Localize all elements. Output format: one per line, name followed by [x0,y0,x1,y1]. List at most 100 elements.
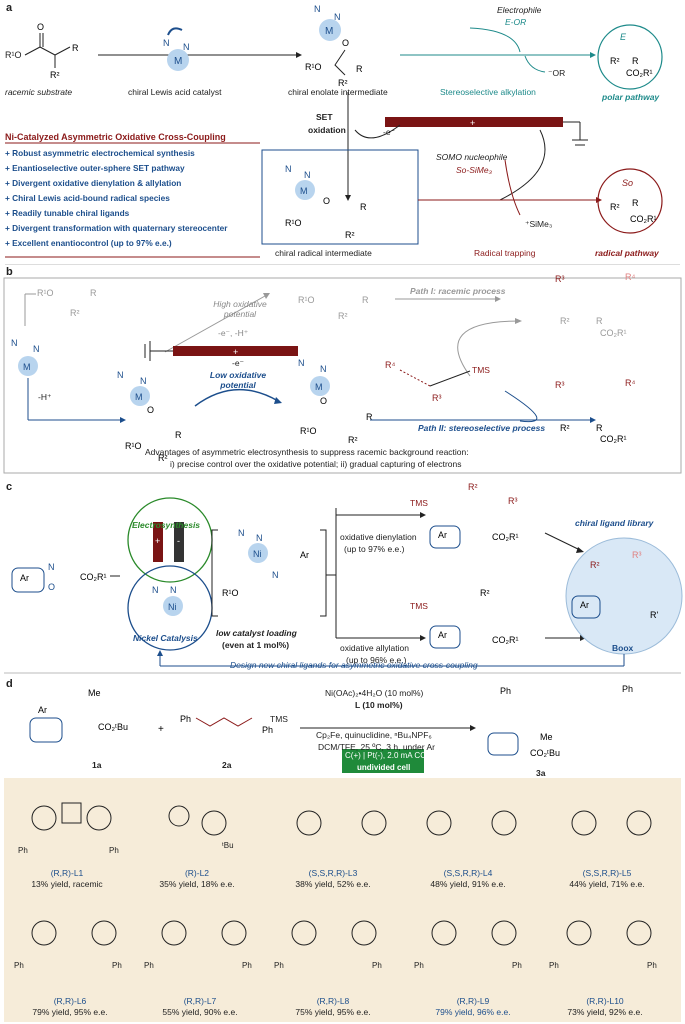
panel-d-label: d [6,678,13,690]
svg-text:R²: R² [610,56,620,66]
svg-text:Ph: Ph [18,846,28,855]
cond-additives: Cp₂Fe, quinuclidine, ⁿBu₄NPF₆ [316,730,432,740]
ligand-result: 75% yield, 95% e.e. [295,1007,371,1017]
svg-text:N: N [11,338,18,348]
svg-text:R¹O: R¹O [5,50,22,60]
svg-text:R¹O: R¹O [305,62,322,72]
cell-condition: C(+) | Pt(-), 2.0 mA CCE [345,751,432,760]
feature-item: + Chiral Lewis acid-bound radical specie… [5,193,170,203]
svg-text:N: N [33,344,40,354]
path1-label: Path I: racemic process [410,286,506,296]
svg-text:Ar: Ar [438,530,447,540]
svg-text:N: N [334,12,341,22]
svg-text:M: M [315,382,323,392]
ligand-result: 13% yield, racemic [31,879,103,889]
chiral-catalyst-label: chiral Lewis acid catalyst [128,87,222,97]
polar-pathway-label: polar pathway [602,92,660,102]
svg-text:N: N [117,370,124,380]
svg-text:R²: R² [158,453,168,463]
svg-text:R²: R² [560,423,570,433]
svg-text:R: R [360,202,367,212]
electrophile-formula: E-OR [505,17,527,27]
ligand-name: (R)-L2 [184,868,210,878]
svg-text:N: N [48,562,55,572]
panel-b-label: b [6,266,13,278]
low-loading-label: low catalyst loading [216,628,297,638]
ligand-name: (S,S,R,R)-L4 [443,868,493,878]
svg-text:CO₂R¹: CO₂R¹ [80,572,107,582]
advantages-text-2: i) precise control over the oxidative po… [170,459,462,469]
svg-text:Ar: Ar [300,550,309,560]
svg-text:CO₂R¹: CO₂R¹ [600,434,627,444]
minus-h-label: -H⁺ [38,392,52,402]
svg-text:CO₂R¹: CO₂R¹ [492,532,519,542]
svg-text:R: R [596,423,603,433]
svg-text:N: N [238,528,245,538]
minus-e-h-label: -e⁻, -H⁺ [218,328,249,338]
sime3-cation: ⁺SiMe₃ [525,219,553,229]
tms-d: TMS [270,714,288,724]
oxidation-label: oxidation [308,125,346,135]
svg-text:Ar: Ar [580,600,589,610]
ligand-result: 44% yield, 71% e.e. [569,879,645,889]
svg-text:R²: R² [560,316,570,326]
svg-text:M: M [300,186,308,196]
svg-text:R: R [632,198,639,208]
tms-top-c: TMS [410,498,428,508]
feature-item: + Readily tunable chiral ligands [5,208,130,218]
low-potential-label: Low oxidative potential [209,370,267,390]
dienylation-label: oxidative dienylation [340,532,417,542]
svg-text:R³: R³ [632,550,642,560]
svg-text:Ph: Ph [14,961,24,970]
svg-text:Ph: Ph [622,684,633,694]
svg-text:M: M [174,56,182,67]
svg-text:R: R [632,56,639,66]
electrode-bar-b [173,346,298,356]
svg-text:R³: R³ [508,496,518,506]
svg-text:Ph: Ph [414,961,424,970]
design-label: Design new chiral ligands for asymmetric… [230,660,478,670]
even-1-label: (even at 1 mol%) [222,640,290,650]
svg-text:O: O [320,396,327,406]
cond-ligand: L (10 mol%) [355,700,403,710]
svg-text:R: R [90,288,97,298]
svg-text:R¹O: R¹O [125,441,142,451]
svg-text:M: M [325,26,333,37]
svg-text:ᵗBu: ᵗBu [222,841,234,850]
ligand-name: (R,R)-L1 [50,868,84,878]
ligand-name: (R,R)-L6 [53,996,87,1006]
allylation-label: oxidative allylation [340,643,409,653]
feature-item: + Divergent oxidative dienylation & ally… [5,178,182,188]
tms-bottom-c: TMS [410,601,428,611]
ligand-result: 48% yield, 91% e.e. [430,879,506,889]
electrode-bar-a [385,117,563,127]
dienylation-ee: (up to 97% e.e.) [344,544,405,554]
svg-text:R: R [362,295,369,305]
svg-text:N: N [170,585,177,595]
ligand-name: (R,R)-L10 [586,996,624,1006]
svg-text:-: - [177,536,180,546]
svg-text:R: R [175,430,182,440]
svg-text:R¹O: R¹O [300,426,317,436]
path2-label: Path II: stereoselective process [418,423,546,433]
ligand-result: 79% yield, 95% e.e. [32,1007,108,1017]
ligand-result: 38% yield, 52% e.e. [295,879,371,889]
svg-text:Ph: Ph [647,961,657,970]
svg-text:E: E [620,32,627,42]
svg-text:CO₂R¹: CO₂R¹ [600,328,627,338]
cond-catalyst: Ni(OAc)₂•4H₂O (10 mol%) [325,688,424,698]
stereoselective-alkylation-label: Stereoselective alkylation [440,87,536,97]
ligand-name: (S,S,R,R)-L3 [308,868,358,878]
racemic-substrate-label: racemic substrate [5,87,73,97]
svg-text:R⁴: R⁴ [385,360,395,370]
svg-text:+: + [155,536,160,546]
svg-text:R': R' [650,610,658,620]
svg-text:O: O [37,22,44,32]
svg-text:R¹O: R¹O [37,288,54,298]
svg-text:R: R [596,316,603,326]
